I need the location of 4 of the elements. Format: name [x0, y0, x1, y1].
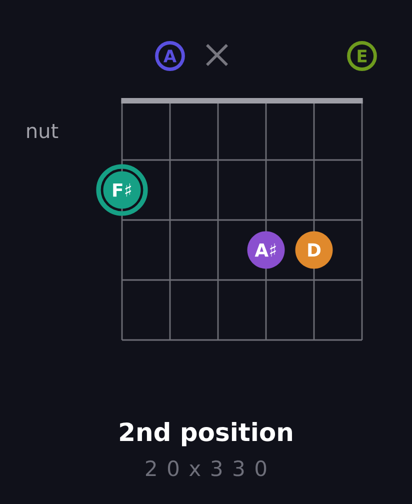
chord-fingering: 2 0 x 3 3 0 [146, 460, 266, 476]
mute-cross [206, 44, 228, 66]
fret-label: nut [27, 124, 58, 138]
title: 2nd position [120, 422, 292, 446]
